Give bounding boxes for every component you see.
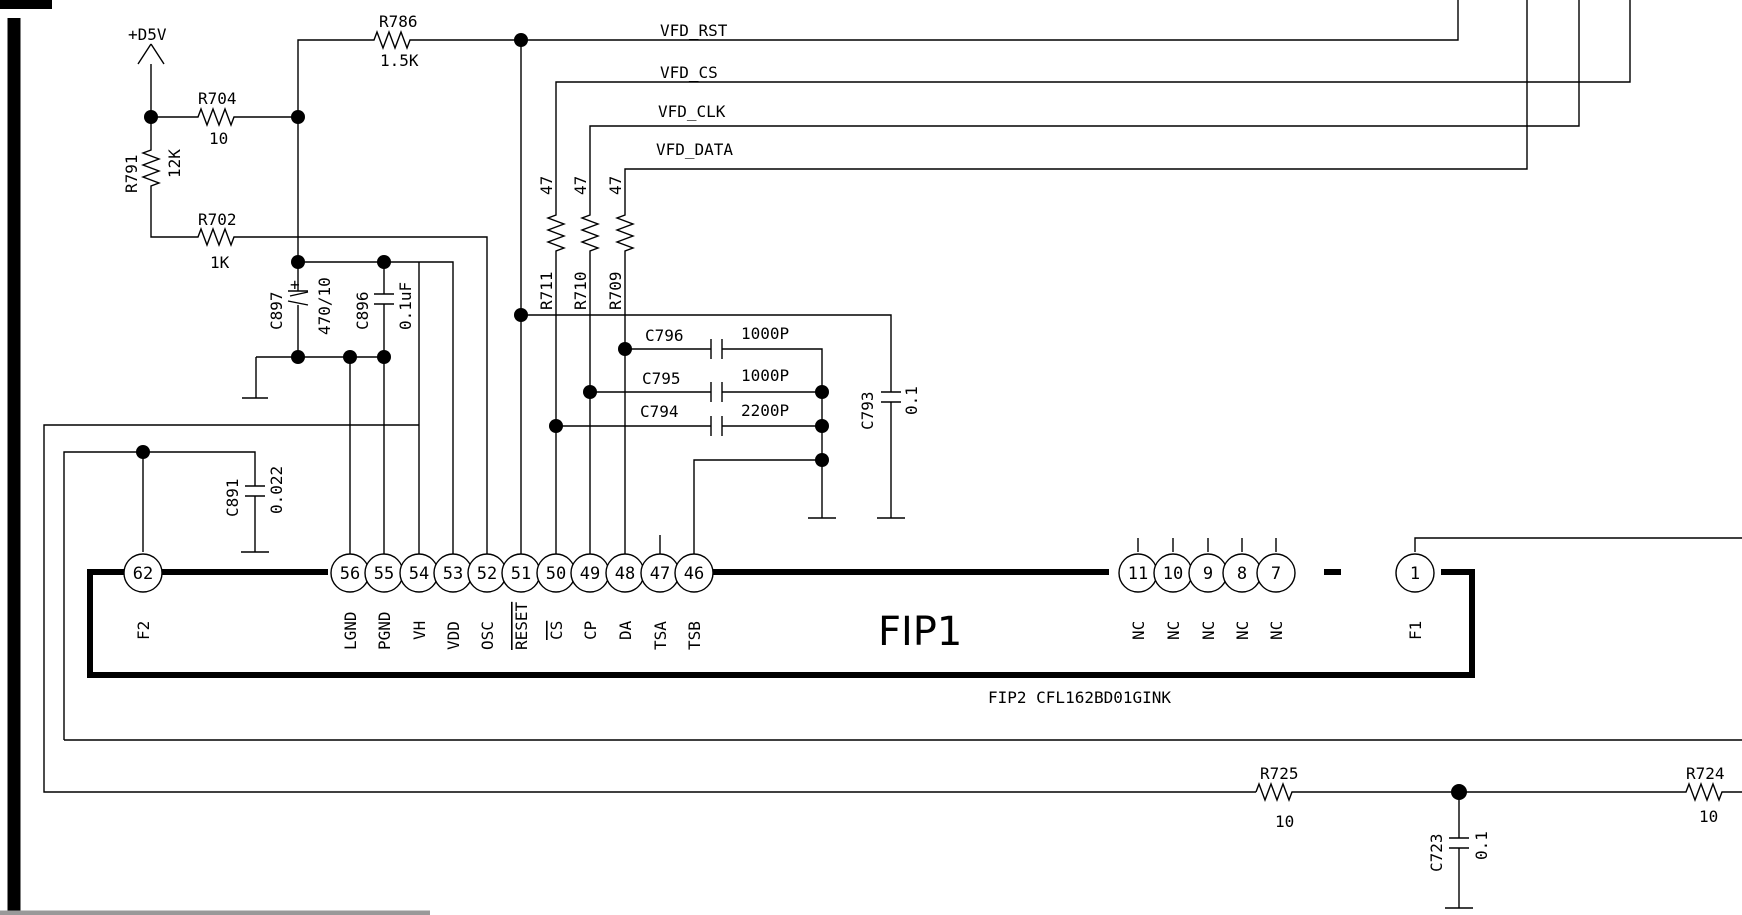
pin-49-label: CP: [581, 621, 600, 640]
corner-mark: [0, 0, 52, 9]
pin-9-number: 9: [1203, 564, 1213, 584]
pin-52-label: OSC: [478, 621, 497, 650]
pin-55-number: 55: [374, 564, 394, 584]
pin-46-label: TSB: [685, 621, 704, 650]
r725-value: 10: [1275, 812, 1294, 831]
fip-name: FIP1: [878, 609, 962, 655]
pin-1-number: 1: [1410, 564, 1420, 584]
bottom-right-section: R725 10 R724 10 C723 0.1: [1255, 537, 1742, 909]
c897-value: 470/10: [315, 277, 334, 335]
pin-50-number: 50: [546, 564, 566, 584]
net-vfd-cs: VFD_CS: [660, 63, 718, 82]
fip-part: FIP2 CFL162BD01GINK: [988, 688, 1171, 707]
pin-52-number: 52: [477, 564, 497, 584]
r791-ref: R791: [122, 154, 141, 193]
pin-8-number: 8: [1237, 564, 1247, 584]
r704-value: 10: [209, 129, 228, 148]
c896-value: 0.1uF: [396, 282, 415, 330]
pin-1-circle: [1395, 553, 1435, 593]
pin-55-label: PGND: [375, 611, 394, 650]
pin-11-label: NC: [1129, 621, 1148, 640]
r702-ref: R702: [198, 210, 237, 229]
r786-ref: R786: [379, 12, 418, 31]
c795-ref: C795: [642, 369, 681, 388]
c795-value: 1000P: [741, 366, 789, 385]
pin-47-label: TSA: [651, 621, 670, 650]
r710-ref: R710: [571, 271, 590, 310]
c793-ref: C793: [858, 391, 877, 430]
svg-text:+: +: [290, 275, 300, 294]
net-vfd-clk: VFD_CLK: [658, 102, 726, 121]
signal-section: VFD_RST VFD_CS VFD_CLK VFD_DATA C793 0.1…: [514, 0, 1631, 572]
c891-value: 0.022: [267, 466, 286, 514]
pin-54-number: 54: [409, 564, 429, 584]
r725-ref: R725: [1260, 764, 1299, 783]
pin-56-number: 56: [340, 564, 360, 584]
pin-50-label: CS: [547, 621, 566, 640]
r724-ref: R724: [1686, 764, 1725, 783]
pin-56-label: LGND: [341, 611, 360, 650]
pin-48-label: DA: [616, 620, 635, 640]
r710-value: 47: [571, 176, 590, 195]
pin-10-label: NC: [1164, 621, 1183, 640]
r709-value: 47: [606, 176, 625, 195]
pin-10-number: 10: [1163, 564, 1183, 584]
net-vfd-data: VFD_DATA: [656, 140, 733, 159]
c896-ref: C896: [353, 291, 372, 330]
pin-51-label: RESET: [512, 601, 531, 650]
c723-ref: C723: [1427, 833, 1446, 872]
pin-62-label: F2: [134, 621, 153, 640]
f2-section: C891 0.022: [63, 445, 1742, 741]
pin-47-number: 47: [650, 564, 670, 584]
r791-value: 12K: [165, 149, 184, 178]
r786-value: 1.5K: [380, 51, 419, 70]
power-label: +D5V: [128, 25, 167, 44]
pin-53-label: VDD: [444, 621, 463, 650]
r709-ref: R709: [606, 271, 625, 310]
c891-ref: C891: [223, 478, 242, 517]
pin-54-label: VH: [410, 621, 429, 640]
r711-ref: R711: [537, 271, 556, 310]
pin-7-label: NC: [1267, 621, 1286, 640]
c793-value: 0.1: [902, 386, 921, 415]
c796-ref: C796: [645, 326, 684, 345]
pin-11-number: 11: [1128, 564, 1148, 584]
pin-1-label: F1: [1406, 621, 1425, 640]
pin-46-circle: [674, 553, 714, 593]
c794-value: 2200P: [741, 401, 789, 420]
power-section: +D5V R704 10 R791 12K R702 1K R786 1.5K …: [43, 0, 1459, 793]
pin-7-circle: [1256, 553, 1296, 593]
c794-ref: C794: [640, 402, 679, 421]
c723-value: 0.1: [1472, 831, 1491, 860]
r702-value: 1K: [210, 253, 230, 272]
pin-62-number: 62: [133, 564, 153, 584]
net-vfd-rst: VFD_RST: [660, 21, 728, 40]
c796-value: 1000P: [741, 324, 789, 343]
r724-value: 10: [1699, 807, 1718, 826]
pin-48-number: 48: [615, 564, 635, 584]
pin-62-circle: [123, 553, 163, 593]
pin-49-number: 49: [580, 564, 600, 584]
c897-ref: C897: [267, 291, 286, 330]
pin-7-number: 7: [1271, 564, 1281, 584]
pin-9-label: NC: [1199, 621, 1218, 640]
r704-ref: R704: [198, 89, 237, 108]
pin-8-label: NC: [1233, 621, 1252, 640]
pin-51-number: 51: [511, 564, 531, 584]
pin-53-number: 53: [443, 564, 463, 584]
pin-46-number: 46: [684, 564, 704, 584]
r711-value: 47: [537, 176, 556, 195]
